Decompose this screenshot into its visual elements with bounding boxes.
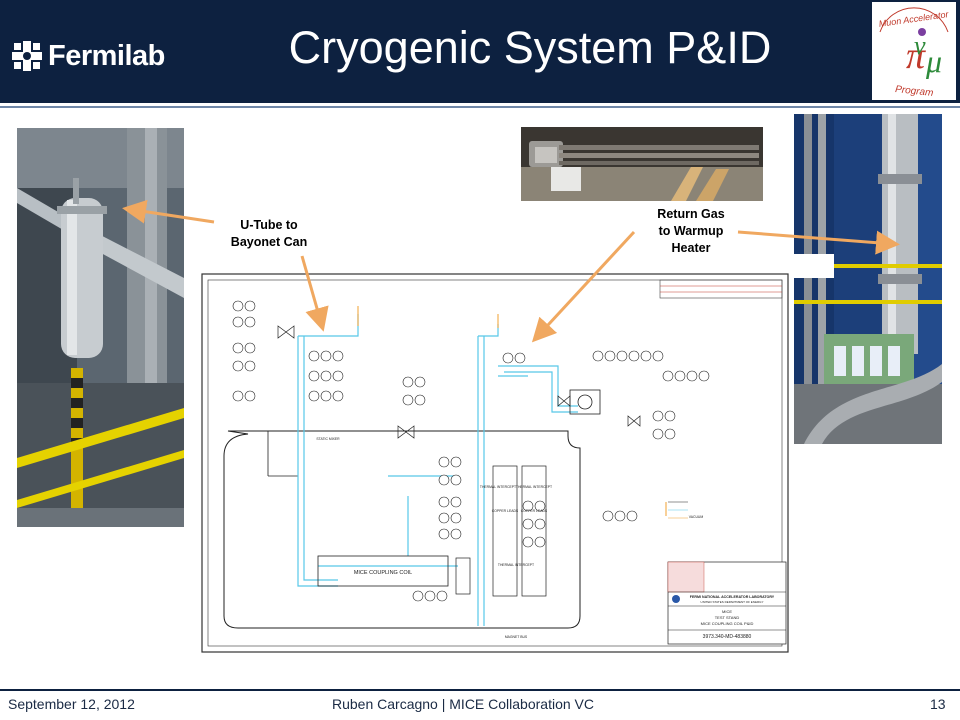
fermilab-logo: Fermilab xyxy=(10,38,165,74)
svg-text:Muon Accelerator: Muon Accelerator xyxy=(878,9,950,29)
slide-title: Cryogenic System P&ID xyxy=(288,22,772,73)
footer-divider xyxy=(0,689,960,691)
callout-return-gas: Return Gas to Warmup Heater xyxy=(636,206,746,257)
fermilab-wordmark: Fermilab xyxy=(48,39,165,72)
callout-return-gas-line3: Heater xyxy=(671,241,711,255)
header-divider-accent xyxy=(0,106,960,108)
pid-drawing-number: 3973.340-MD-483880 xyxy=(703,634,752,640)
pid-label-thermal-2: THERMAL INTERCEPT xyxy=(516,485,552,489)
callout-return-gas-line1: Return Gas xyxy=(657,207,725,221)
pid-lab-name: FERMI NATIONAL ACCELERATOR LABORATORY xyxy=(690,595,775,599)
pid-label-copper-leads-2: COPPER LEADS xyxy=(521,509,548,513)
callout-utube: U-Tube to Bayonet Can xyxy=(214,217,324,251)
svg-text:μ: μ xyxy=(925,43,942,79)
pid-title-line2: TEST STAND xyxy=(715,615,740,620)
muon-accelerator-program-logo: Muon Accelerator π ν μ Program xyxy=(872,2,956,100)
pid-label-copper-leads-1: COPPER LEADS xyxy=(492,509,519,513)
pid-dept: UNITED STATES DEPARTMENT OF ENERGY xyxy=(701,600,764,604)
svg-text:ν: ν xyxy=(914,31,926,60)
pid-label-magnet-bus: MAGNET BUS xyxy=(505,635,528,639)
svg-text:Program: Program xyxy=(895,84,934,99)
svg-text:π: π xyxy=(906,35,926,77)
fermilab-mark-icon xyxy=(12,41,42,71)
photo-bayonet-can xyxy=(17,128,184,527)
footer-presenter: Ruben Carcagno | MICE Collaboration VC xyxy=(332,696,594,712)
pid-title-line1: MICE xyxy=(722,609,732,614)
pid-label-thermal-3: THERMAL INTERCEPT xyxy=(498,563,534,567)
pid-title-line3: MICE COUPLING COIL P&ID xyxy=(701,621,754,626)
callout-utube-line1: U-Tube to xyxy=(240,218,298,232)
footer-date: September 12, 2012 xyxy=(8,696,135,712)
footer-page-number: 13 xyxy=(930,696,946,712)
pid-label-vacuum: VACUUM xyxy=(689,515,704,519)
header-divider xyxy=(0,103,960,106)
callout-utube-line2: Bayonet Can xyxy=(230,235,308,249)
pid-drawing: MICE COUPLING COIL xyxy=(198,266,793,664)
header-bar xyxy=(0,0,960,103)
pid-label-thermal-1: THERMAL INTERCEPT xyxy=(480,485,516,489)
photo-warmup-heater xyxy=(794,114,942,444)
photo-utube xyxy=(521,127,763,201)
callout-return-gas-line2: to Warmup xyxy=(658,224,724,238)
pid-label-static-mixer: STATIC MIXER xyxy=(316,437,340,441)
pid-coil-label: MICE COUPLING COIL xyxy=(354,570,412,576)
